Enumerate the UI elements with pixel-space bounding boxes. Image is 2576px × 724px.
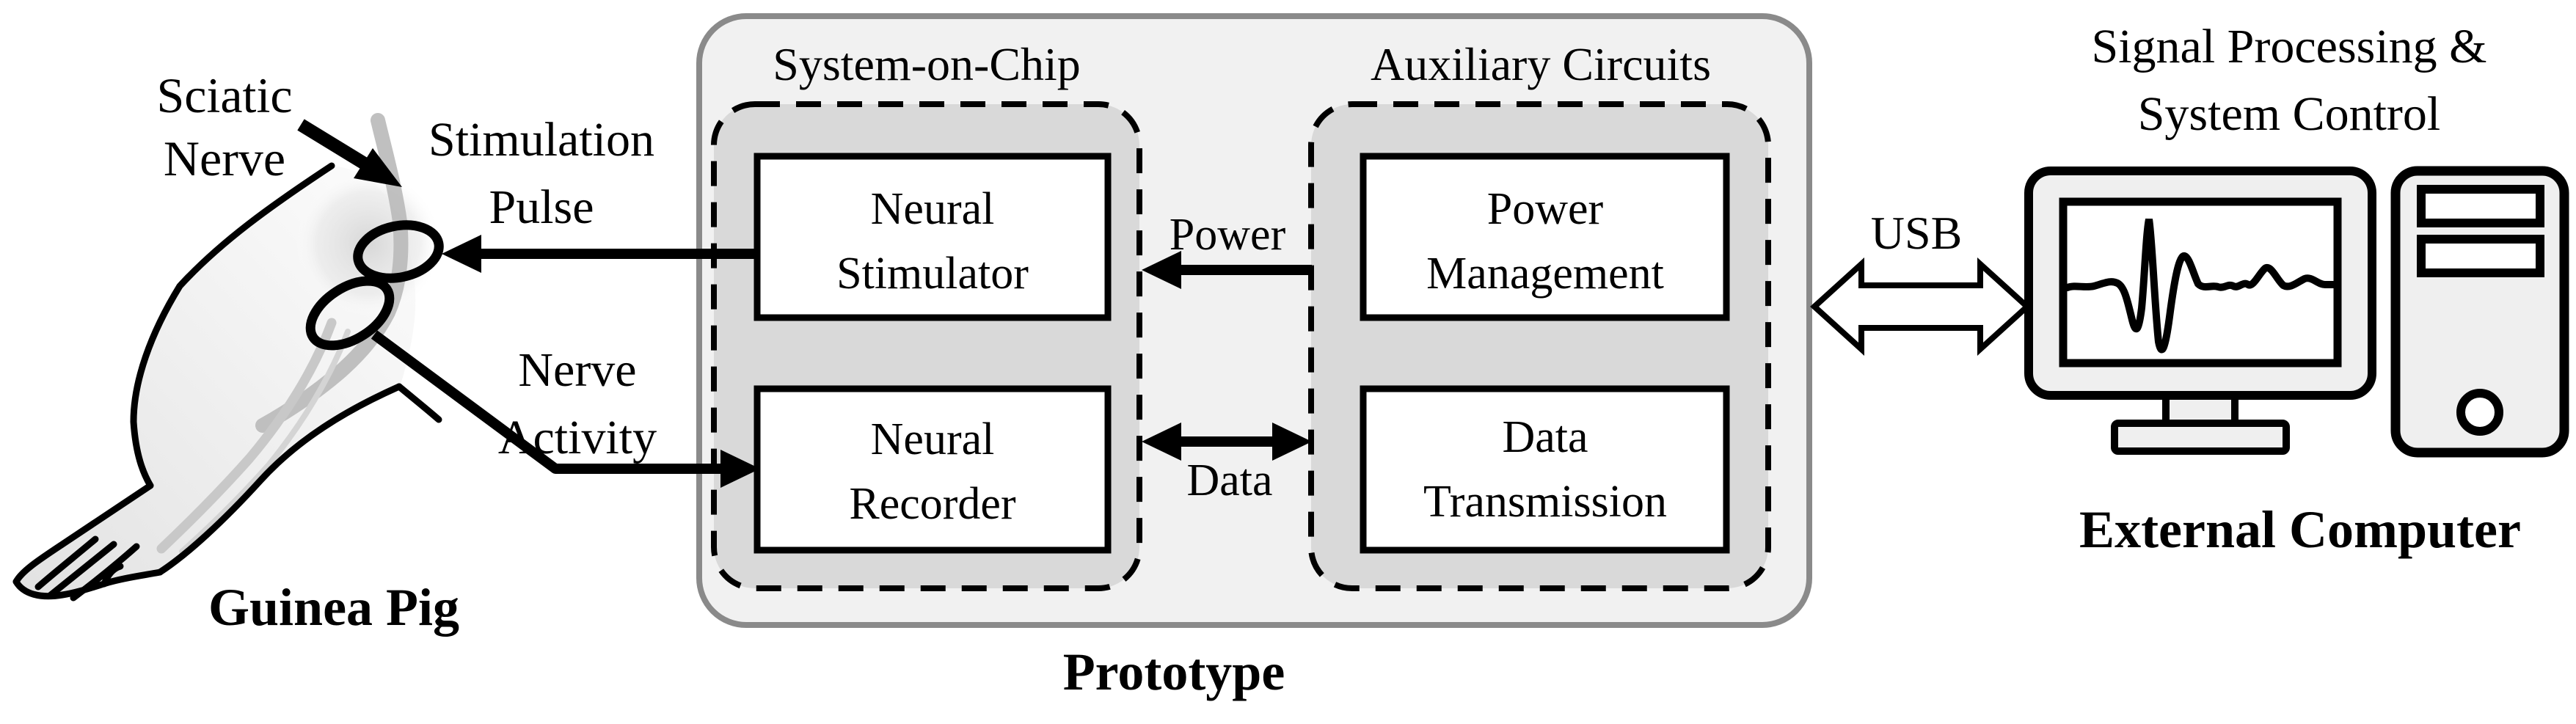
neural-recorder-label: Neural Recorder	[849, 407, 1015, 536]
stimulation-electrode	[353, 220, 444, 283]
signal-processing-label: Signal Processing & System Control	[2092, 13, 2487, 148]
neural-stimulator-line2: Stimulator	[836, 249, 1029, 299]
usb-arrow	[1810, 257, 2032, 356]
data-transmission-line2: Transmission	[1423, 477, 1667, 527]
recording-electrode	[305, 276, 395, 351]
data-transmission-box	[1360, 385, 1730, 554]
neural-recorder-box	[754, 385, 1112, 554]
data-link-label: Data	[1186, 456, 1273, 505]
power-management-box	[1360, 153, 1730, 321]
nerve-activity-label: Nerve Activity	[498, 337, 657, 472]
neural-recorder-line1: Neural	[870, 414, 995, 464]
soc-title: System-on-Chip	[773, 38, 1081, 90]
sciatic-nerve-line1: Sciatic	[156, 67, 293, 123]
data-arrow	[1142, 423, 1312, 461]
tower-drive-bay	[2417, 235, 2544, 277]
guinea-pig-caption: Guinea Pig	[208, 578, 460, 637]
nerve-activity-line1: Nerve	[518, 343, 637, 397]
external-computer-illustration	[2024, 166, 2569, 458]
sciatic-nerve-line2: Nerve	[163, 131, 286, 186]
power-management-line1: Power	[1486, 184, 1604, 234]
power-link-label: Power	[1169, 210, 1286, 260]
toe-line	[70, 543, 140, 601]
stimulation-arrow	[442, 235, 757, 273]
stimulation-line1: Stimulation	[428, 113, 655, 167]
external-computer-caption: External Computer	[2079, 500, 2521, 559]
tendon-line	[156, 318, 337, 554]
guinea-pig-illustration	[12, 113, 442, 601]
nerve-activity-line2: Activity	[497, 411, 657, 464]
dewclaw-line	[101, 563, 124, 588]
back-outline	[130, 162, 335, 489]
aux-title: Auxiliary Circuits	[1371, 38, 1711, 90]
power-management-line2: Management	[1426, 249, 1664, 299]
neural-stimulator-line1: Neural	[870, 184, 995, 234]
data-transmission-line1: Data	[1502, 412, 1588, 462]
tendon-line	[179, 329, 351, 555]
signal-processing-line2: System Control	[2137, 87, 2441, 141]
toe-line	[34, 535, 99, 590]
knee-outline	[395, 383, 442, 423]
stimulation-pulse-label: Stimulation Pulse	[428, 106, 654, 241]
toe-line	[46, 541, 117, 599]
stimulation-line2: Pulse	[489, 180, 594, 234]
prototype-caption: Prototype	[1062, 643, 1285, 701]
foot-top-outline	[12, 482, 154, 585]
usb-label: USB	[1870, 207, 1963, 259]
inner-leg-outline	[156, 383, 403, 576]
neural-stimulator-box	[754, 153, 1112, 321]
neural-recorder-line2: Recorder	[849, 479, 1016, 529]
data-transmission-label: Data Transmission	[1423, 405, 1667, 534]
power-arrow	[1142, 251, 1312, 289]
power-management-label: Power Management	[1426, 177, 1664, 306]
neural-waveform	[2064, 218, 2337, 354]
tower-power-button	[2456, 389, 2503, 436]
tower-drive-bay	[2417, 185, 2544, 227]
signal-processing-line1: Signal Processing &	[2091, 20, 2487, 73]
nerve-activity-arrow	[371, 330, 760, 488]
neural-stimulator-label: Neural Stimulator	[836, 177, 1029, 306]
sciatic-nerve-label: Sciatic Nerve	[156, 64, 292, 190]
monitor-stand-base	[2111, 420, 2290, 455]
sciatic-pointer-arrow	[297, 119, 402, 187]
